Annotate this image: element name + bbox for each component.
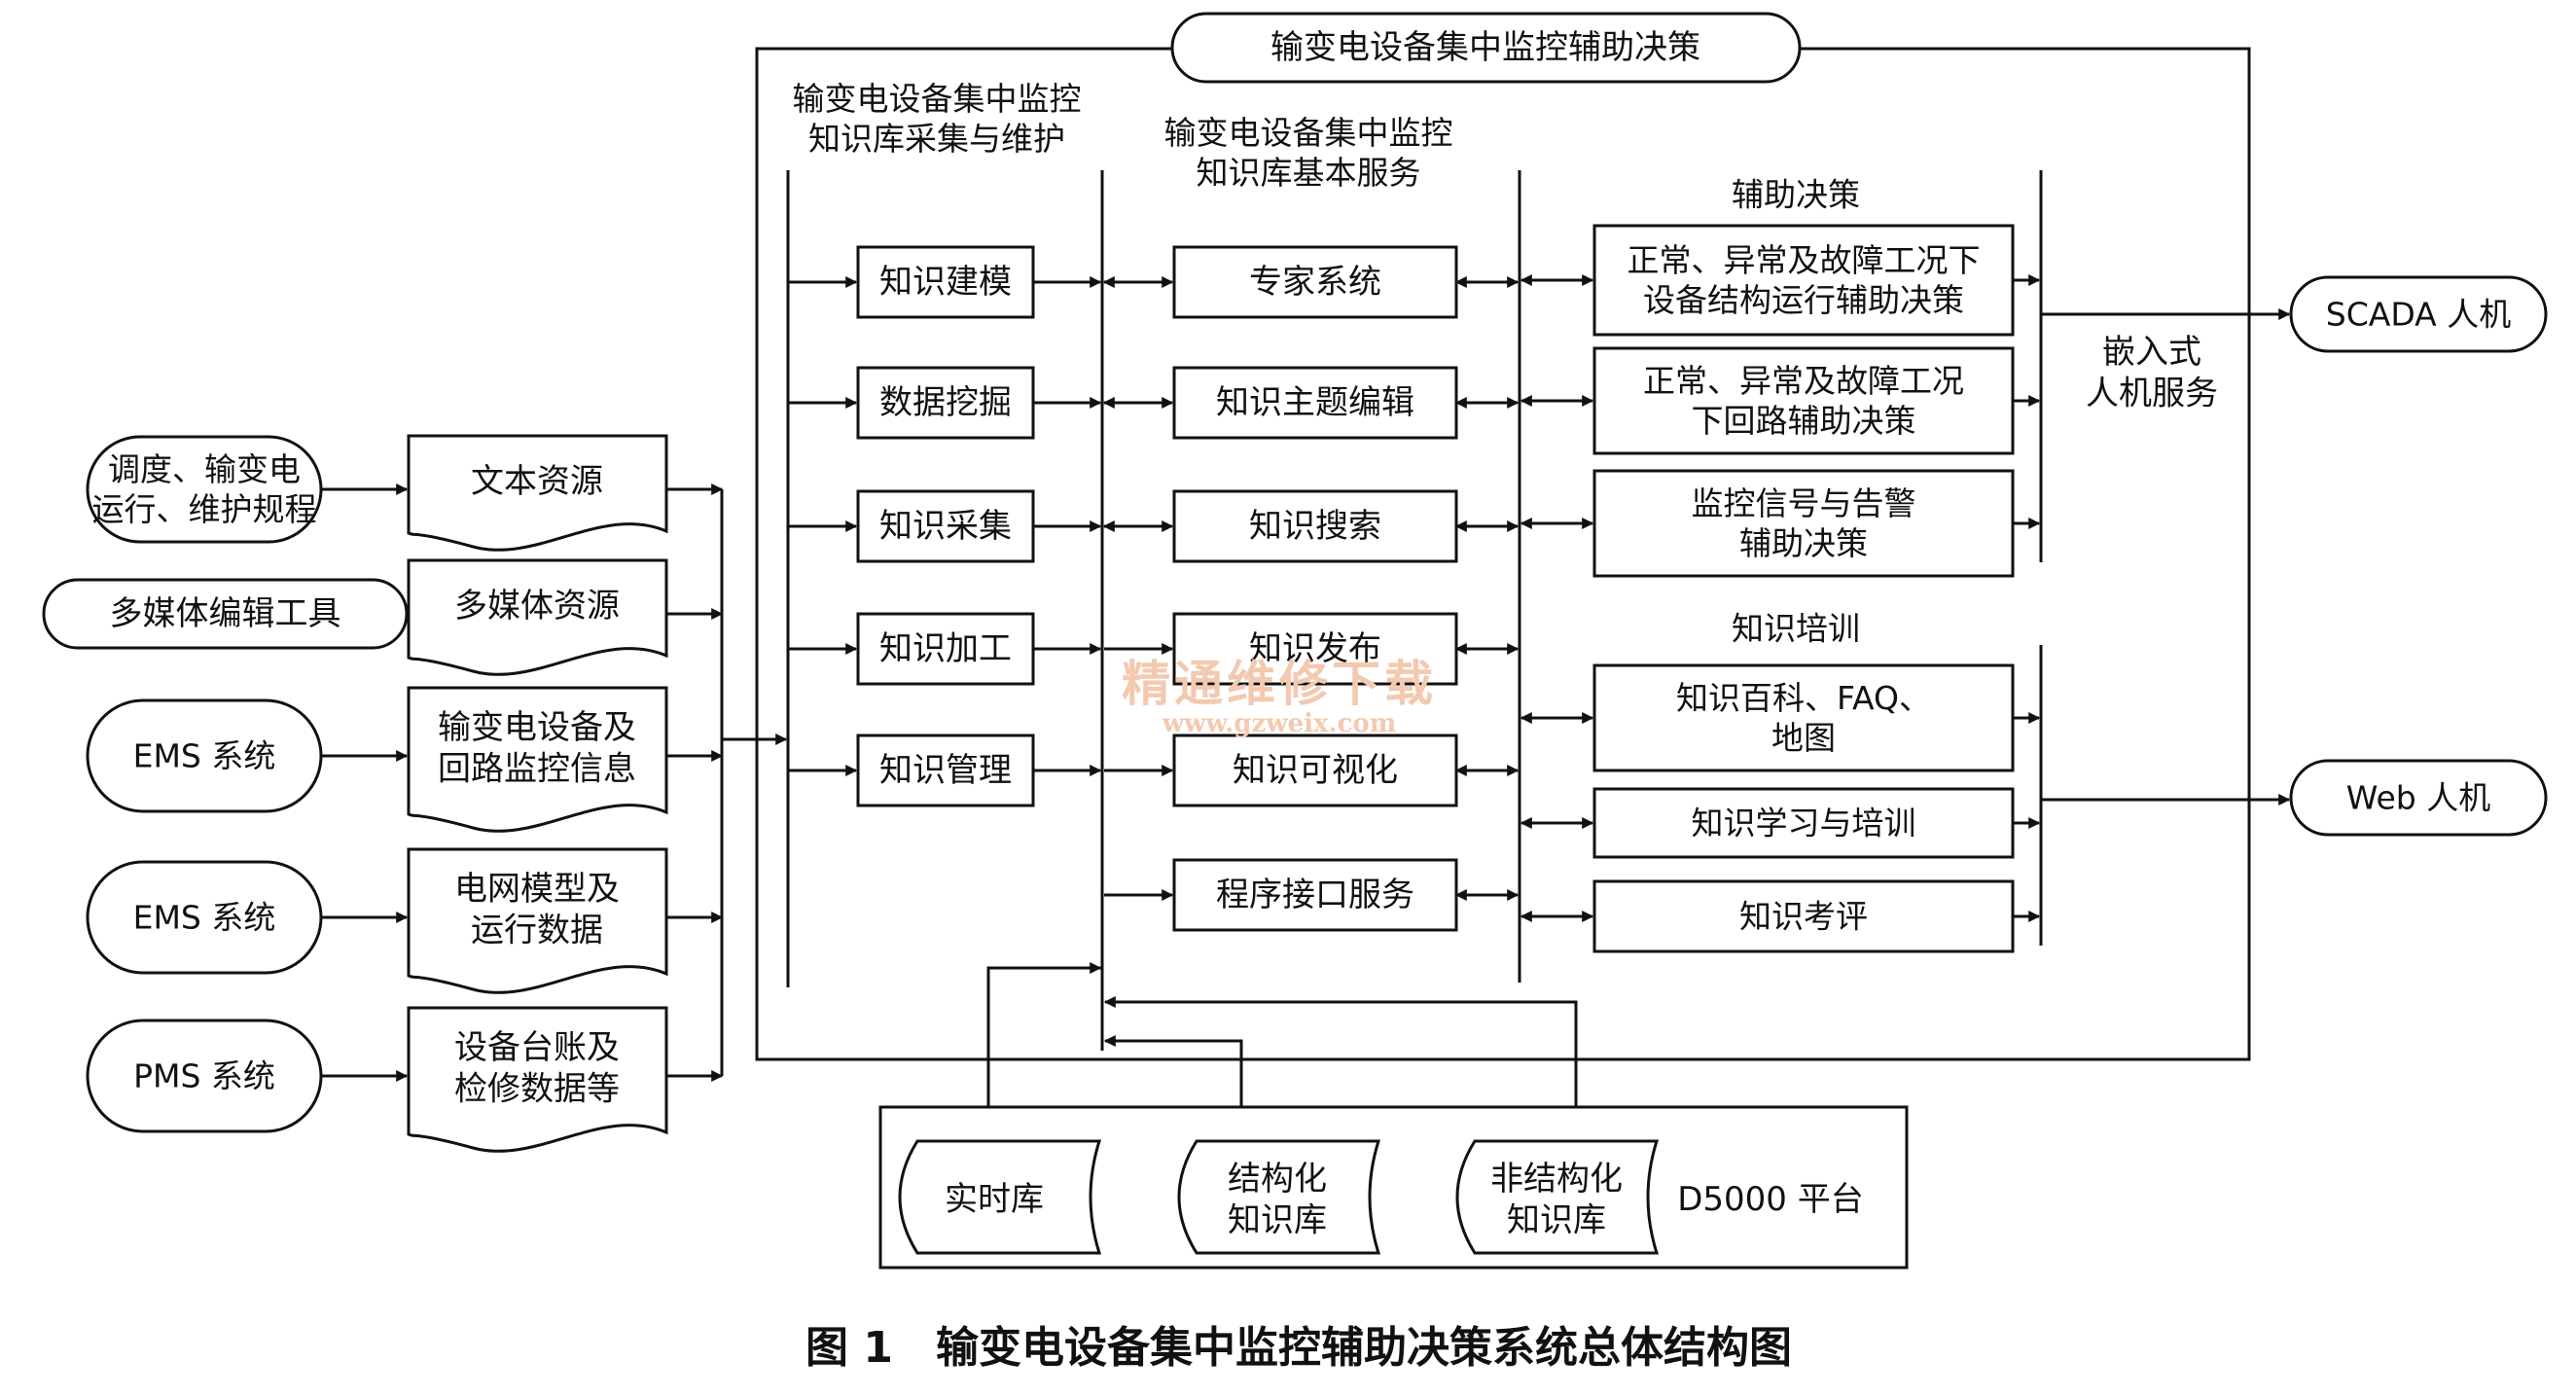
source-s3 [86,698,323,813]
col2-header: 输变电设备集中监控 [1164,114,1453,152]
source-label-s3: EMS 系统 [133,737,276,775]
resource-label-r4: 运行数据 [471,911,603,949]
decision-item-label: 正常、异常及故障工况下 [1628,241,1981,279]
resource-r4 [407,847,668,994]
decision-item-label: 下回路辅助决策 [1692,402,1916,440]
col2-item [1172,489,1458,563]
resource-label-r4: 电网模型及 [454,870,620,909]
col1-item-label: 知识加工 [879,629,1012,668]
outer-frame [755,47,2251,1061]
store-unstructured-label: 非结构化 [1490,1160,1623,1199]
scada-label: SCADA 人机 [2326,296,2511,334]
source-label-s2: 多媒体编辑工具 [110,594,341,633]
watermark-url: www.gzweix.com [1162,709,1397,738]
resource-label-r3: 回路监控信息 [438,749,636,788]
col2-item [1172,858,1458,932]
scada-output [2289,275,2548,353]
resource-label-r3: 输变电设备及 [438,708,636,747]
platform-label: D5000 平台 [1677,1180,1864,1219]
link-unstructured [1103,996,1578,1138]
training-item-label: 知识考评 [1739,898,1868,936]
col2-item-label: 知识主题编辑 [1216,383,1414,422]
training-item-label: 地图 [1771,719,1836,757]
resource-r5 [407,1006,668,1153]
col1-item [856,489,1035,563]
col1-header: 输变电设备集中监控 [793,80,1082,118]
source-s5 [86,1019,323,1133]
col1-item [856,612,1035,686]
diagram-title: 输变电设备集中监控辅助决策 [1270,28,1700,67]
col2-item [1172,612,1458,686]
col2-item-label: 知识搜索 [1249,507,1381,546]
resource-r1 [407,434,668,552]
col2-item-label: 知识发布 [1249,629,1381,668]
col1-item [856,245,1035,319]
web-label: Web 人机 [2346,779,2490,817]
source-label-s1: 运行、维护规程 [92,490,317,528]
source-label-s5: PMS 系统 [133,1057,275,1095]
source-label-s4: EMS 系统 [133,899,276,937]
watermark-text: 精通维修下载 [1122,655,1437,712]
resource-r3 [407,686,668,833]
resource-label-r1: 文本资源 [471,462,603,501]
store-structured-label: 结构化 [1228,1160,1327,1199]
store-unstructured [1455,1139,1660,1255]
resource-label-r2: 多媒体资源 [454,587,620,626]
training-header: 知识培训 [1732,610,1860,648]
col2-item-label: 专家系统 [1249,263,1381,302]
col2-item [1172,245,1458,319]
source-s1 [86,435,323,544]
col1-item-label: 知识管理 [879,751,1012,790]
col2-item-label: 知识可视化 [1233,751,1398,790]
resource-r2 [407,558,668,676]
decision-item-label: 正常、异常及故障工况 [1643,362,1964,400]
col1-item [856,366,1035,440]
col1-header: 知识库采集与维护 [808,120,1065,158]
training-item [1592,663,2015,772]
hmi-label: 嵌入式 [2102,333,2201,372]
decision-item [1592,346,2015,455]
figure-caption: 图 1 输变电设备集中监控辅助决策系统总体结构图 [805,1323,1792,1373]
title-capsule [1170,12,1802,84]
web-output [2289,759,2548,837]
col2-header: 知识库基本服务 [1197,154,1421,192]
col1-item-label: 数据挖掘 [879,383,1012,422]
decision-item-label: 监控信号与告警 [1692,484,1916,522]
store-realtime-label: 实时库 [945,1180,1044,1219]
store-realtime [898,1139,1102,1255]
resource-label-r5: 设备台账及 [454,1028,620,1067]
training-item [1592,879,2015,953]
decision-item [1592,469,2015,578]
source-s2 [42,578,409,650]
decision-item-label: 辅助决策 [1739,524,1868,562]
col1-item [856,734,1035,807]
source-s4 [86,860,323,975]
decision-item-label: 设备结构运行辅助决策 [1643,281,1964,319]
training-item-label: 知识百科、FAQ、 [1676,679,1931,717]
store-unstructured-label: 知识库 [1507,1200,1606,1239]
col1-item-label: 知识建模 [879,263,1012,302]
store-structured [1177,1139,1381,1255]
col2-item [1172,734,1458,807]
source-label-s1: 调度、输变电 [108,450,301,488]
col1-item-label: 知识采集 [879,507,1012,546]
store-structured-label: 知识库 [1228,1200,1327,1239]
col2-item [1172,366,1458,440]
decision-item [1592,224,2015,337]
col2-item-label: 程序接口服务 [1216,876,1414,914]
training-item [1592,787,2015,859]
training-item-label: 知识学习与培训 [1692,805,1916,842]
hmi-label: 人机服务 [2086,374,2218,412]
resource-label-r5: 检修数据等 [454,1069,620,1108]
decision-header: 辅助决策 [1732,176,1860,214]
